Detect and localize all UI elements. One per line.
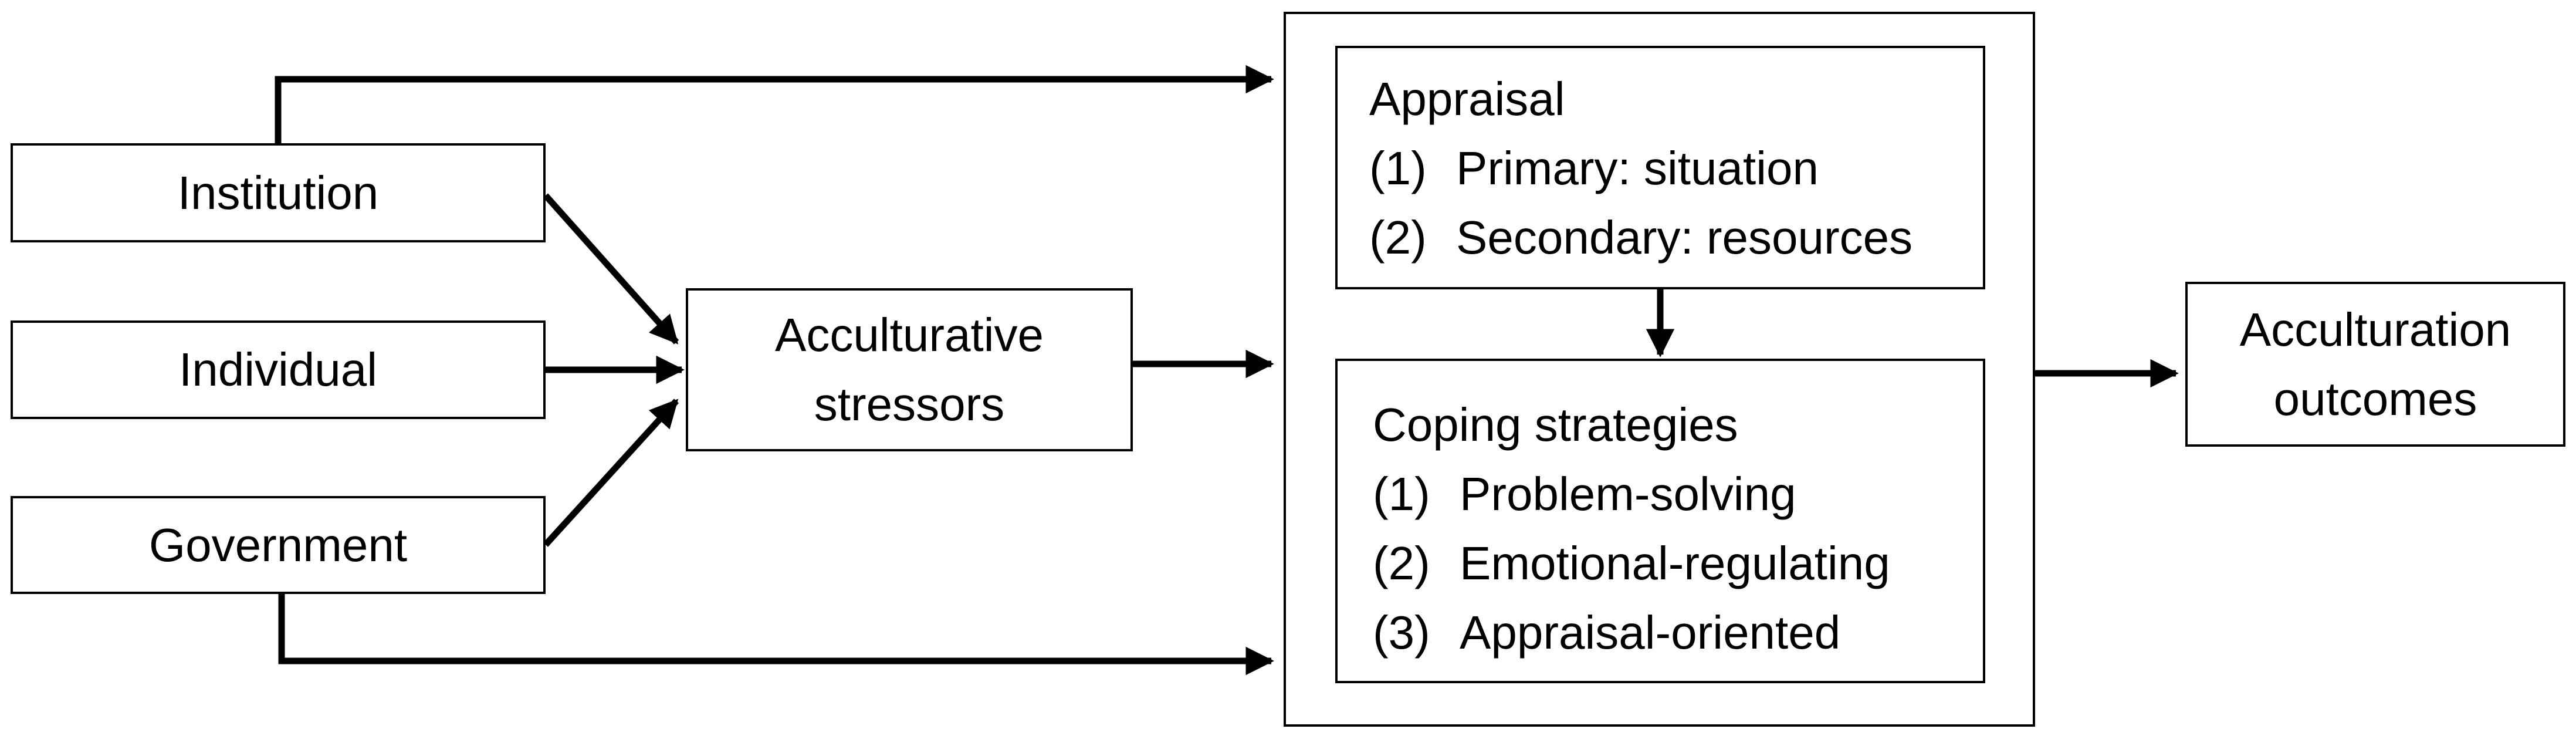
coping-item-text: Appraisal-oriented xyxy=(1460,606,1841,659)
appraisal-title: Appraisal xyxy=(1369,65,1983,134)
appraisal-item-number: (2) xyxy=(1369,211,1427,264)
appraisal-title-text: Appraisal xyxy=(1369,73,1565,125)
edge-government-to-frame xyxy=(278,594,1274,676)
coping-item-text: Problem-solving xyxy=(1460,468,1796,520)
individual-label: Individual xyxy=(178,343,377,396)
government-box: Government xyxy=(11,496,546,594)
coping-strategies-box: Coping strategies (1) Problem-solving (2… xyxy=(1335,359,1985,683)
appraisal-item-number: (1) xyxy=(1369,142,1427,194)
coping-item-number: (2) xyxy=(1373,537,1430,589)
coping-item-number: (3) xyxy=(1373,606,1430,659)
outcomes-label-line2: outcomes xyxy=(2273,372,2477,425)
acculturative-stressors-box: Acculturative stressors xyxy=(686,288,1133,451)
appraisal-coping-frame xyxy=(1284,12,2035,727)
institution-box: Institution xyxy=(11,143,546,242)
appraisal-item-text: Primary: situation xyxy=(1456,142,1819,194)
coping-item: (2) Emotional-regulating xyxy=(1373,529,1983,598)
stressors-label-line1: Acculturative xyxy=(775,309,1044,361)
appraisal-box: Appraisal (1) Primary: situation (2) Sec… xyxy=(1335,46,1985,289)
government-label: Government xyxy=(148,518,408,571)
appraisal-item-text: Secondary: resources xyxy=(1456,211,1913,264)
institution-label: Institution xyxy=(177,166,379,219)
appraisal-item: (1) Primary: situation xyxy=(1369,134,1983,203)
edge-institution-to-stressors xyxy=(543,193,679,345)
outcomes-label-line1: Acculturation xyxy=(2239,303,2511,356)
coping-item: (3) Appraisal-oriented xyxy=(1373,598,1983,667)
coping-title: Coping strategies xyxy=(1373,390,1983,460)
acculturation-outcomes-box: Acculturation outcomes xyxy=(2185,282,2565,447)
appraisal-item: (2) Secondary: resources xyxy=(1369,203,1983,272)
individual-box: Individual xyxy=(11,320,546,419)
coping-title-text: Coping strategies xyxy=(1373,399,1738,451)
edge-institution-to-frame xyxy=(275,65,1274,143)
coping-item-text: Emotional-regulating xyxy=(1460,537,1890,589)
edge-government-to-stressors xyxy=(543,399,679,547)
stressors-label-line2: stressors xyxy=(814,378,1005,430)
coping-item-number: (1) xyxy=(1373,468,1430,520)
coping-item: (1) Problem-solving xyxy=(1373,460,1983,529)
